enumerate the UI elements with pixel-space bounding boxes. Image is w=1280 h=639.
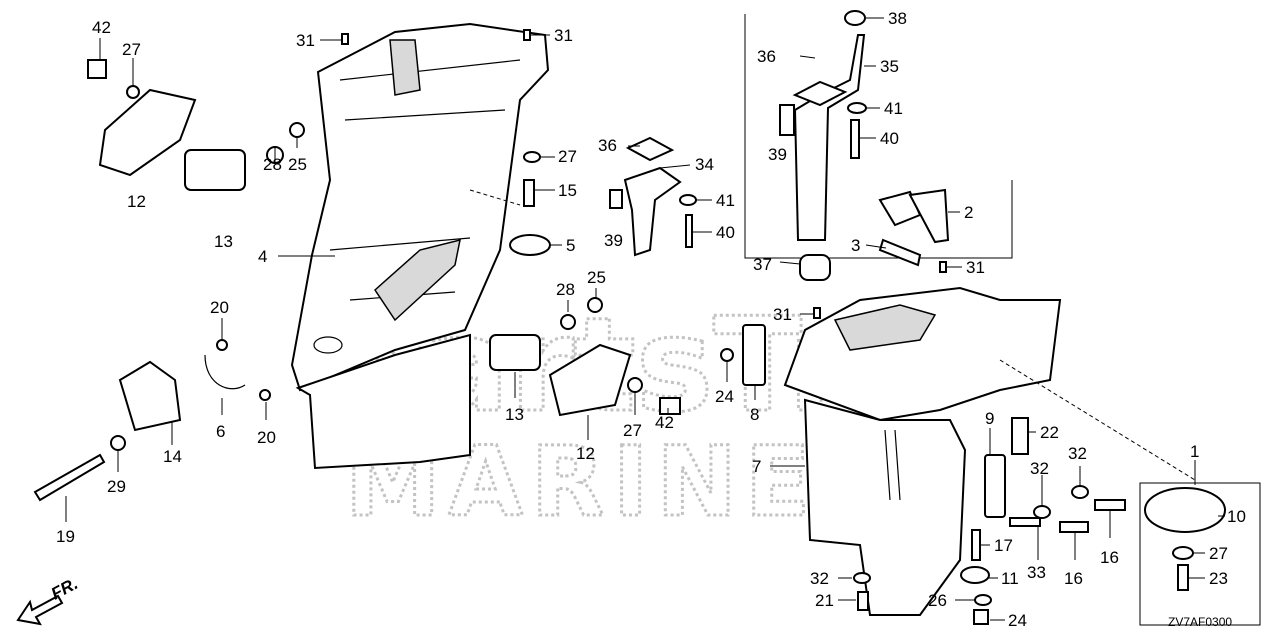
callout-24: 24 [1008, 611, 1027, 630]
callout-13: 13 [505, 405, 524, 424]
callout-2: 2 [964, 203, 973, 222]
callout-27: 27 [623, 421, 642, 440]
callout-20: 20 [210, 298, 229, 317]
callout-9: 9 [985, 409, 994, 428]
callout-42: 42 [655, 413, 674, 432]
callout-16: 16 [1100, 548, 1119, 567]
inset-bracket [744, 14, 1013, 259]
callout-28: 28 [556, 280, 575, 299]
callout-37: 37 [753, 255, 772, 274]
callout-20: 20 [257, 428, 276, 447]
callout-14: 14 [163, 447, 182, 466]
callout-36: 36 [757, 47, 776, 66]
callout-21: 21 [815, 591, 834, 610]
callout-27: 27 [1209, 544, 1228, 563]
callout-25: 25 [288, 155, 307, 174]
callout-29: 29 [107, 477, 126, 496]
callout-11: 11 [1001, 569, 1019, 588]
callout-32: 32 [1030, 459, 1049, 478]
gear-case [783, 286, 1062, 616]
arrow-icon [16, 594, 64, 626]
callout-31: 31 [773, 305, 792, 324]
callout-40: 40 [880, 129, 899, 148]
callout-6: 6 [216, 422, 225, 441]
callout-13: 13 [214, 232, 233, 251]
callout-33: 33 [1027, 563, 1046, 582]
leader-lines [65, 17, 1225, 621]
callout-31: 31 [554, 26, 573, 45]
callout-42: 42 [92, 18, 111, 37]
callout-23: 23 [1209, 569, 1228, 588]
callout-32: 32 [1068, 444, 1087, 463]
callout-27: 27 [558, 147, 577, 166]
callout-4: 4 [258, 247, 267, 266]
callout-31: 31 [296, 31, 315, 50]
callout-5: 5 [566, 236, 575, 255]
callout-19: 19 [56, 527, 75, 546]
callout-24: 24 [715, 387, 734, 406]
extension-case [290, 22, 550, 470]
callout-12: 12 [127, 192, 146, 211]
callout-1: 1 [1190, 442, 1199, 461]
callout-35: 35 [880, 57, 899, 76]
callout-36: 36 [598, 136, 617, 155]
callout-32: 32 [810, 569, 829, 588]
callout-41: 41 [884, 99, 903, 118]
callout-34: 34 [695, 155, 714, 174]
callout-39: 39 [604, 231, 623, 250]
callout-7: 7 [752, 457, 761, 476]
front-direction-indicator: FR. [16, 574, 81, 626]
callout-28: 28 [263, 155, 282, 174]
callout-31: 31 [966, 258, 985, 277]
callout-16: 16 [1064, 569, 1083, 588]
callout-22: 22 [1040, 423, 1059, 442]
callout-17: 17 [994, 536, 1013, 555]
callout-41: 41 [716, 191, 735, 210]
callout-8: 8 [750, 405, 759, 424]
callout-labels: 42 27 12 13 28 25 31 31 27 15 5 4 36 34 … [56, 9, 1246, 630]
callout-40: 40 [716, 223, 735, 242]
callout-38: 38 [888, 9, 907, 28]
diagram-code: ZV7AF0300 [1168, 615, 1232, 629]
callout-39: 39 [768, 145, 787, 164]
callout-27: 27 [122, 40, 141, 59]
callout-26: 26 [928, 591, 947, 610]
callout-12: 12 [576, 444, 595, 463]
callout-25: 25 [587, 268, 606, 287]
callout-10: 10 [1227, 507, 1246, 526]
callout-15: 15 [558, 181, 577, 200]
callout-3: 3 [851, 236, 860, 255]
small-parts [33, 10, 1261, 626]
